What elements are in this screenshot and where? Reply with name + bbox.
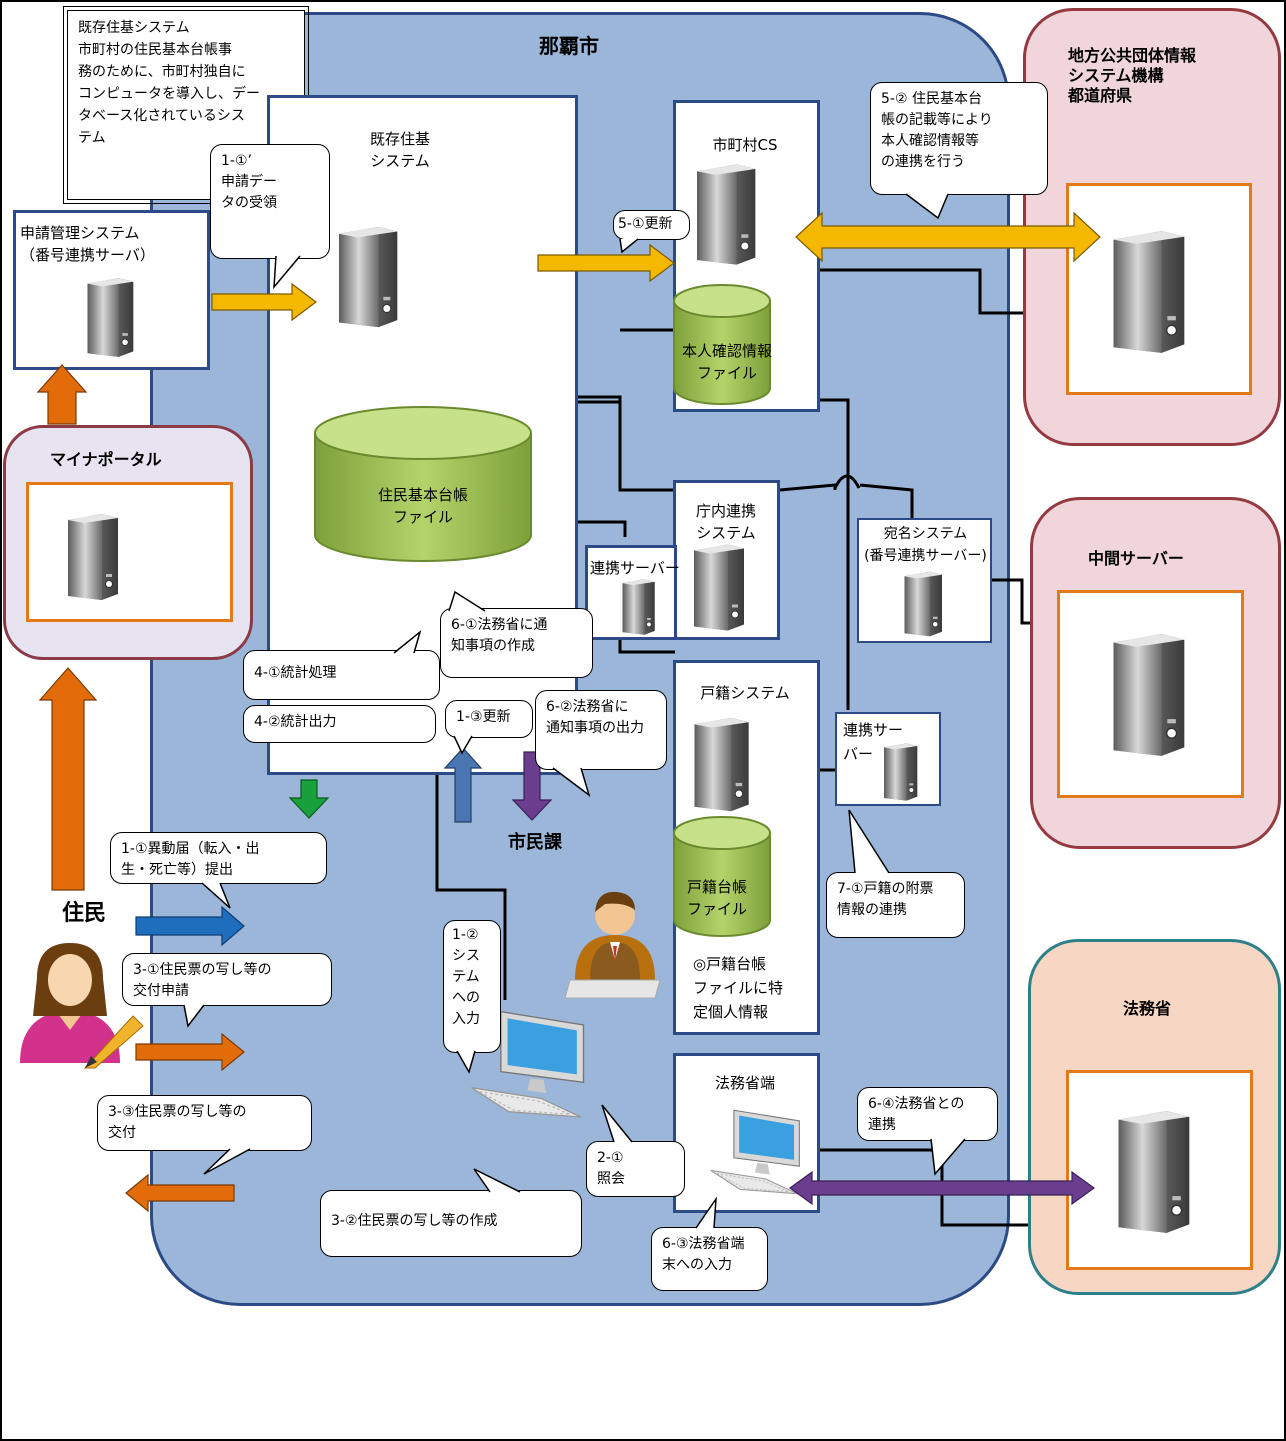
callout-3-3-tail (203, 1148, 251, 1175)
atena-label: 宛名システム(番号連携サーバー) (864, 526, 987, 564)
jumin-title: 住民 (62, 901, 107, 926)
orange-arrow-up-to-mynaportal (38, 667, 98, 891)
callout-1-1p: 1-①’申請データの受領 (210, 144, 330, 259)
callout-5-2: 5-② 住民基本台帳の記載等により本人確認情報等の連携を行う (870, 82, 1048, 195)
koseki-label: 戸籍システム (700, 684, 790, 702)
shiminka-title: 市民課 (508, 832, 562, 853)
callout-1-1-tail (201, 882, 231, 909)
callout-1-2-tail (456, 1050, 476, 1074)
callout-6-1: 6-①法務省に通知事項の作成 (440, 608, 593, 678)
callout-5-2-tail (905, 193, 949, 220)
yellow-arrow-app-to-existing (211, 282, 317, 322)
callout-7-1-tail (848, 809, 890, 874)
callout-7-1: 7-①戸籍の附票情報の連携 (826, 872, 965, 938)
renkei-server-2-label: 連携サーバー (843, 721, 904, 763)
callout-3-3: 3-③住民票の写し等の交付 (97, 1095, 312, 1151)
clerk-icon (565, 891, 661, 999)
identity-file-cylinder (673, 284, 771, 405)
identity-file-label: 本人確認情報ファイル (681, 342, 772, 382)
callout-3-1: 3-①住民票の写し等の交付申請 (122, 953, 332, 1006)
callout-6-2: 6-②法務省に通知事項の出力 (535, 690, 667, 770)
chukan-frame (1057, 590, 1244, 798)
blue-arrow-right-resident (135, 905, 245, 947)
green-arrow-down (288, 779, 330, 819)
callout-2-1-tail (601, 1104, 633, 1143)
callout-3-2: 3-②住民票の写し等の作成 (320, 1190, 582, 1257)
blue-arrow-up (443, 747, 483, 823)
callout-6-2-tail (552, 767, 591, 797)
homusho-terminal-label: 法務省端 (714, 1074, 775, 1092)
homusho-title: 法務省 (1123, 999, 1172, 1018)
callout-4-1-tail (393, 630, 422, 654)
koseki-file-label: 戸籍台帳ファイル (686, 878, 747, 918)
koseki-file-cylinder (673, 816, 771, 937)
callout-1-3-tail (453, 735, 473, 755)
cs-label: 市町村CS (712, 136, 778, 154)
callout-6-4: 6-④法務省との連携 (857, 1087, 998, 1141)
app-mgmt-label: 申請管理システム（番号連携サーバ） (20, 224, 155, 264)
jumin-file-cylinder (314, 406, 532, 562)
orange-arrow-up-to-app (36, 364, 88, 425)
orange-arrow-right-resident (135, 1032, 245, 1072)
existing-system-label: 既存住基システム (369, 130, 430, 170)
city-title: 那覇市 (539, 34, 599, 58)
purple-arrow-homusho-link (788, 1170, 1096, 1206)
chonai-label: 庁内連携システム (695, 502, 756, 542)
callout-5-1: 5-①更新 (613, 210, 690, 240)
mynaportal-frame (26, 482, 233, 622)
callout-6-3: 6-③法務省端末への入力 (651, 1227, 768, 1291)
renkei-server-1-label: 連携サーバー (590, 559, 680, 577)
callout-1-3: 1-③更新 (445, 700, 533, 738)
orange-arrow-left-resident (125, 1173, 235, 1213)
mynaportal-title: マイナポータル (50, 450, 162, 469)
callout-6-4-tail (930, 1138, 966, 1176)
callout-4-2: 4-②統計出力 (243, 705, 436, 743)
resident-icon (20, 943, 144, 1069)
callout-1-1p-tail (273, 255, 301, 290)
callout-6-1-tail (448, 590, 486, 612)
callout-3-1-tail (183, 1004, 205, 1028)
jlis-title: 地方公共団体情報システム機構都道府県 (1068, 46, 1197, 105)
yellow-arrow-cs-jlis (795, 211, 1101, 263)
jumin-file-label: 住民基本台帳ファイル (377, 486, 468, 526)
yellow-arrow-existing-to-cs (537, 243, 675, 283)
callout-5-1-tail (619, 238, 639, 254)
callout-6-3-tail (695, 1197, 717, 1229)
callout-4-1: 4-①統計処理 (243, 650, 440, 700)
callout-3-2-tail (473, 1168, 521, 1193)
koseki-note: ◎戸籍台帳ファイルに特定個人情報 (693, 955, 784, 1021)
chukan-title: 中間サーバー (1088, 549, 1184, 568)
callout-1-1: 1-①異動届（転入・出生・死亡等）提出 (110, 832, 327, 884)
